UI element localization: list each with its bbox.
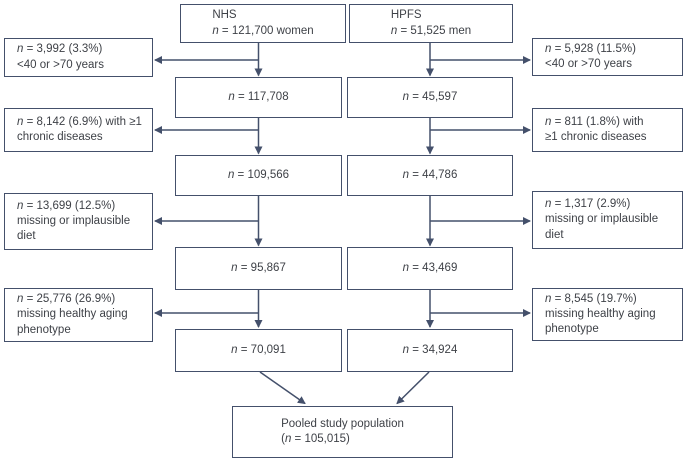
n-italic: n <box>402 261 410 274</box>
n-italic: n <box>390 24 398 37</box>
n-italic: n <box>545 292 552 305</box>
text-line: ≥1 chronic diseases <box>545 131 647 143</box>
n-italic: n <box>212 24 219 37</box>
arrow-hpfs-to-pooled <box>396 371 430 405</box>
box-exclusion-hpfs-2: n = 811 (1.8%) with ≥1 chronic diseases <box>532 108 683 152</box>
text-line: diet <box>17 230 36 243</box>
n-italic: n <box>231 343 238 356</box>
box-stage-nhs-1: n = 117,708 <box>175 77 342 118</box>
text-line: <40 or >70 years <box>545 58 632 70</box>
text-line: missing healthy aging <box>17 308 128 321</box>
stage-count: n = 34,924 <box>402 343 458 356</box>
text-line: n = 5,928 (11.5%) <box>545 42 636 55</box>
stage-count: n = 45,597 <box>402 90 458 103</box>
text-line: chronic diseases <box>17 131 103 143</box>
text-line: missing or implausible <box>17 214 131 227</box>
pooled-title: Pooled study population <box>281 417 404 430</box>
n-italic: n <box>227 168 235 181</box>
box-exclusion-nhs-4: n = 25,776 (26.9%) missing healthy aging… <box>4 288 153 342</box>
text-line: n = 8,142 (6.9%) with ≥1 <box>17 115 142 128</box>
box-pooled-population: Pooled study population (n = 105,015) <box>232 406 453 458</box>
cohort-size: n = 121,700 women <box>212 24 314 37</box>
stage-count: n = 43,469 <box>402 261 458 274</box>
n-italic: n <box>545 42 552 55</box>
n-italic: n <box>231 261 238 274</box>
text-line: phenotype <box>17 323 71 336</box>
box-stage-nhs-3: n = 95,867 <box>175 247 342 290</box>
box-stage-hpfs-1: n = 45,597 <box>347 77 513 118</box>
n-italic: n <box>17 115 24 128</box>
text-line: missing or implausible <box>545 213 659 226</box>
box-stage-nhs-2: n = 109,566 <box>175 155 342 196</box>
text-line: phenotype <box>545 323 599 336</box>
text-line: n = 8,545 (19.7%) <box>545 292 637 305</box>
text-line: n = 811 (1.8%) with <box>545 115 644 128</box>
text-line: n = 25,776 (26.9%) <box>17 293 116 306</box>
n-italic: n <box>545 115 552 128</box>
box-exclusion-hpfs-1: n = 5,928 (11.5%) <40 or >70 years <box>532 38 683 76</box>
box-stage-hpfs-2: n = 44,786 <box>347 155 513 196</box>
text-line: missing healthy aging <box>545 307 656 320</box>
box-cohort-hpfs: HPFS n = 51,525 men <box>349 4 513 43</box>
n-italic: n <box>17 43 24 56</box>
cohort-title: NHS <box>212 9 237 22</box>
box-exclusion-hpfs-3: n = 1,317 (2.9%) missing or implausible … <box>532 191 683 249</box>
box-stage-hpfs-3: n = 43,469 <box>347 247 513 290</box>
text-line: n = 13,699 (12.5%) <box>17 199 116 212</box>
box-exclusion-nhs-1: n = 3,992 (3.3%) <40 or >70 years <box>4 38 153 77</box>
stage-count: n = 117,708 <box>228 90 289 103</box>
n-italic: n <box>402 90 410 103</box>
stage-count: n = 70,091 <box>231 343 286 356</box>
n-italic: n <box>402 168 410 181</box>
text-line: n = 3,992 (3.3%) <box>17 43 103 56</box>
n-italic: n <box>17 293 24 306</box>
stage-count: n = 109,566 <box>227 168 290 181</box>
box-exclusion-nhs-3: n = 13,699 (12.5%) missing or implausibl… <box>4 193 153 250</box>
box-cohort-nhs: NHS n = 121,700 women <box>180 4 346 43</box>
text-line: diet <box>545 228 564 241</box>
arrow-nhs-to-pooled <box>259 371 306 405</box>
pooled-count: (n = 105,015) <box>281 433 350 445</box>
cohort-title: HPFS <box>390 9 422 22</box>
text-line: <40 or >70 years <box>17 58 104 71</box>
text-line: n = 1,317 (2.9%) <box>545 198 631 211</box>
box-stage-hpfs-4: n = 34,924 <box>347 329 513 372</box>
n-italic: n <box>402 343 410 356</box>
n-italic: n <box>284 433 292 445</box>
cohort-size: n = 51,525 men <box>390 24 472 37</box>
box-stage-nhs-4: n = 70,091 <box>175 329 342 372</box>
box-exclusion-hpfs-4: n = 8,545 (19.7%) missing healthy aging … <box>532 288 683 341</box>
stage-count: n = 95,867 <box>231 261 286 274</box>
n-italic: n <box>545 198 552 211</box>
stage-count: n = 44,786 <box>402 168 458 181</box>
n-italic: n <box>17 199 24 212</box>
n-italic: n <box>228 90 235 103</box>
box-exclusion-nhs-2: n = 8,142 (6.9%) with ≥1 chronic disease… <box>4 108 153 152</box>
